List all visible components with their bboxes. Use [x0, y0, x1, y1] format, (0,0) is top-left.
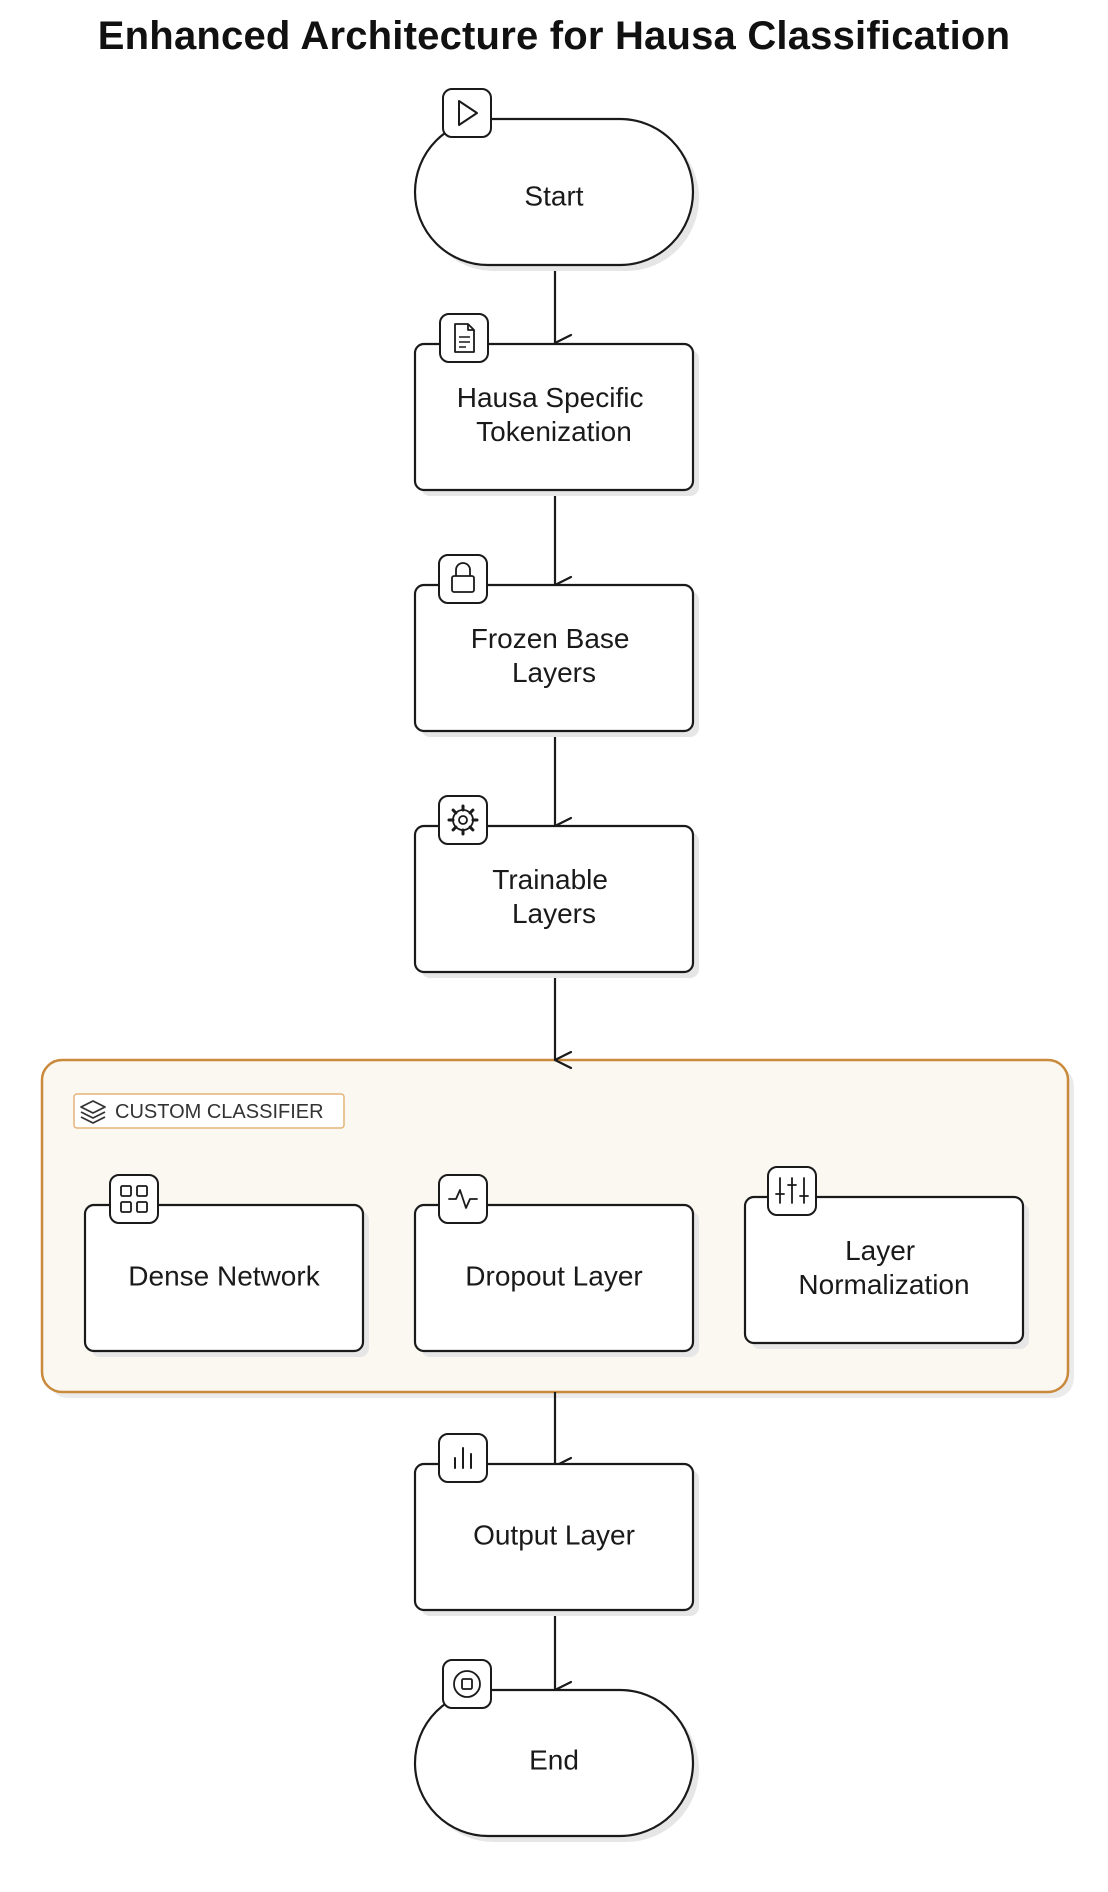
lock-icon — [438, 554, 488, 604]
tokenization-label-line2: Tokenization — [476, 416, 632, 447]
start-label: Start — [524, 180, 583, 211]
frozen-layers-node[interactable]: Frozen Base Layers — [413, 554, 699, 737]
layer-normalization-label-line2: Normalization — [798, 1269, 969, 1300]
start-node[interactable]: Start — [413, 88, 699, 271]
document-icon — [439, 313, 489, 363]
layer-normalization-label-line1: Layer — [845, 1235, 915, 1266]
tokenization-node[interactable]: Hausa Specific Tokenization — [413, 313, 699, 496]
output-layer-node[interactable]: Output Layer — [413, 1433, 699, 1616]
activity-icon — [438, 1174, 488, 1224]
bar-chart-icon — [438, 1433, 488, 1483]
trainable-layers-label-line1: Trainable — [492, 864, 608, 895]
trainable-layers-label: Trainable Layers — [492, 864, 615, 929]
custom-classifier-badge: CUSTOM CLASSIFIER — [73, 1093, 345, 1129]
dense-network-label: Dense Network — [128, 1260, 320, 1291]
end-label: End — [529, 1744, 579, 1775]
end-node[interactable]: End — [413, 1659, 699, 1842]
stop-icon — [442, 1659, 492, 1709]
dense-network-node[interactable]: Dense Network — [83, 1174, 369, 1357]
dropout-layer-node[interactable]: Dropout Layer — [413, 1174, 699, 1357]
play-icon — [442, 88, 492, 138]
diagram-title: Enhanced Architecture for Hausa Classifi… — [97, 14, 1011, 58]
gear-icon — [438, 795, 488, 845]
frozen-layers-label: Frozen Base Layers — [471, 623, 638, 688]
frozen-layers-label-line1: Frozen Base — [471, 623, 630, 654]
trainable-layers-node[interactable]: Trainable Layers — [413, 795, 699, 978]
layer-normalization-node[interactable]: Layer Normalization — [743, 1166, 1029, 1349]
frozen-layers-label-line2: Layers — [512, 657, 596, 688]
layers-icon — [80, 1100, 106, 1124]
output-layer-label: Output Layer — [473, 1519, 635, 1550]
dropout-layer-label: Dropout Layer — [465, 1260, 642, 1291]
tokenization-label-line1: Hausa Specific — [457, 382, 644, 413]
layer-normalization-label: Layer Normalization — [798, 1235, 969, 1300]
tokenization-label: Hausa Specific Tokenization — [457, 382, 652, 447]
trainable-layers-label-line2: Layers — [512, 898, 596, 929]
custom-classifier-label: CUSTOM CLASSIFIER — [115, 1101, 324, 1123]
grid-icon — [109, 1174, 159, 1224]
sliders-icon — [767, 1166, 817, 1216]
